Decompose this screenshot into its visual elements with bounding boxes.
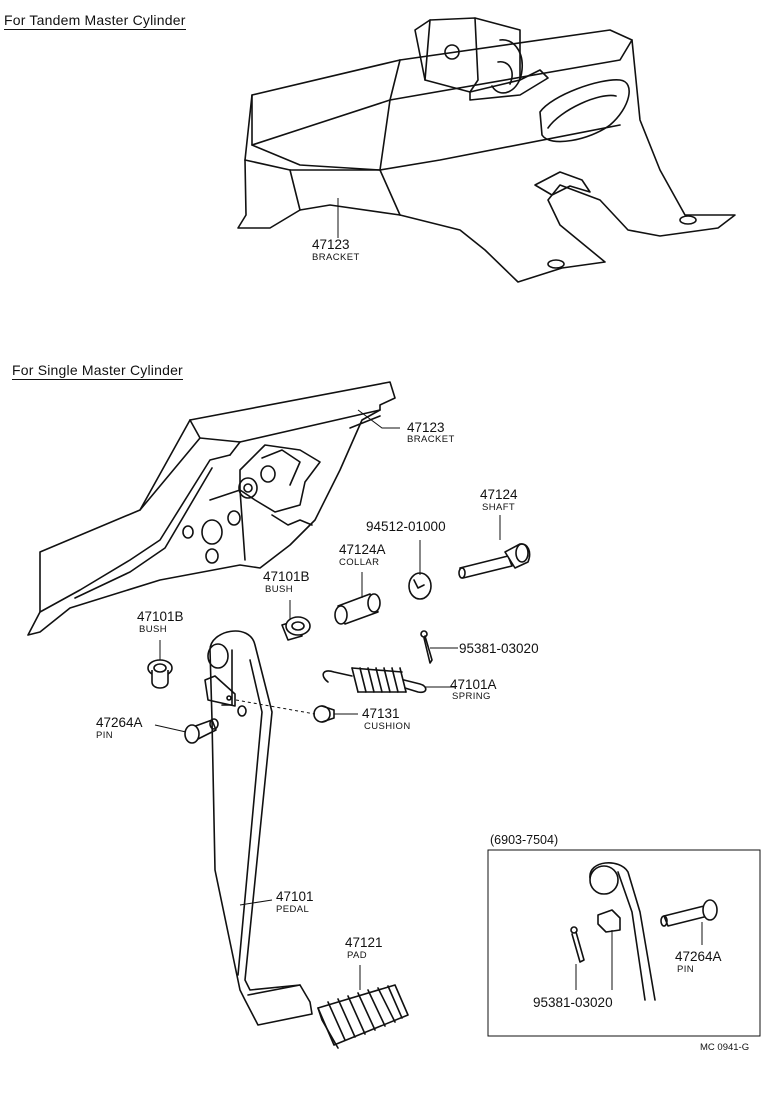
cushion-number: 47131 xyxy=(362,706,400,721)
bush-left-drawing xyxy=(147,659,173,689)
pedal-drawing xyxy=(204,630,316,1026)
single-section-title: For Single Master Cylinder xyxy=(12,362,183,380)
tandem-bracket-drawing xyxy=(237,17,736,283)
cotter-pin-number: 95381-03020 xyxy=(459,641,539,656)
inset-box xyxy=(487,849,761,1037)
pad-name: PAD xyxy=(347,950,368,961)
pad-drawing xyxy=(317,984,409,1049)
inset-cotter-pin-number: 95381-03020 xyxy=(533,995,613,1010)
bush-upper-number: 47101B xyxy=(263,569,310,584)
pin-name: PIN xyxy=(96,730,114,741)
bush-upper-drawing xyxy=(281,616,311,641)
collar-drawing xyxy=(334,593,381,625)
inset-pin-name: PIN xyxy=(677,964,695,975)
bush-upper-name: BUSH xyxy=(265,584,293,595)
pedal-name: PEDAL xyxy=(276,904,310,915)
leader-lines xyxy=(154,198,703,990)
bracket-name: BRACKET xyxy=(407,434,455,445)
spring-number: 47101A xyxy=(450,677,497,692)
washer-number: 94512-01000 xyxy=(366,519,446,534)
tandem-bracket-name: BRACKET xyxy=(312,252,360,263)
pin-number: 47264A xyxy=(96,715,143,730)
collar-name: COLLAR xyxy=(339,557,380,568)
bracket-number: 47123 xyxy=(407,420,445,435)
spring-drawing xyxy=(322,667,427,694)
inset-title: (6903-7504) xyxy=(490,833,559,847)
pin-drawing xyxy=(184,718,219,744)
single-bracket-drawing xyxy=(27,381,396,636)
tandem-bracket-number: 47123 xyxy=(312,237,350,252)
bush-left-number: 47101B xyxy=(137,609,184,624)
tandem-section-title: For Tandem Master Cylinder xyxy=(4,12,186,30)
shaft-name: SHAFT xyxy=(482,502,516,513)
shaft-drawing xyxy=(458,543,531,579)
pedal-number: 47101 xyxy=(276,889,314,904)
cushion-drawing xyxy=(313,705,335,723)
pad-number: 47121 xyxy=(345,935,383,950)
bush-left-name: BUSH xyxy=(139,624,167,635)
washer-drawing xyxy=(408,572,432,600)
spring-name: SPRING xyxy=(452,691,491,702)
collar-number: 47124A xyxy=(339,542,386,557)
cotter-pin-drawing xyxy=(420,630,433,664)
shaft-number: 47124 xyxy=(480,487,518,502)
cushion-name: CUSHION xyxy=(364,721,411,732)
diagram-code: MC 0941-G xyxy=(700,1042,750,1053)
inset-pin-number: 47264A xyxy=(675,949,722,964)
